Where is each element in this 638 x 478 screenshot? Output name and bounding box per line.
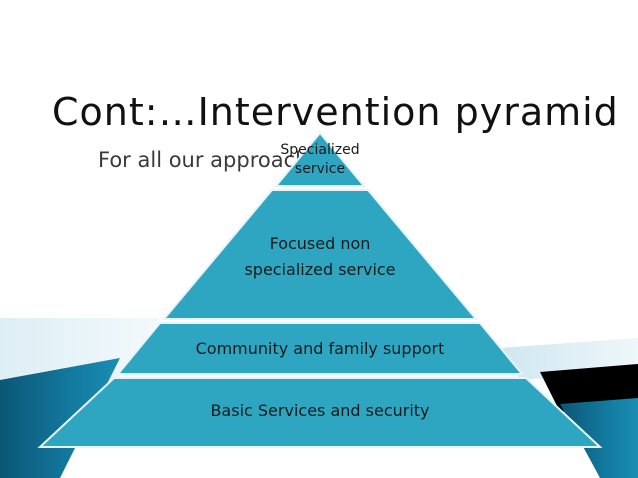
slide-title: Cont:…Intervention pyramid <box>52 90 619 134</box>
decor-dark-band-right <box>560 398 638 478</box>
pyramid-tier-1-label: Specialized service <box>262 141 378 179</box>
pyramid-tier-4-label: Basic Services and security <box>150 400 490 422</box>
pyramid-tier-3-line-1: Community and family support <box>195 339 445 358</box>
pyramid-tier-4-shape <box>37 377 603 448</box>
pyramid-tier-1-line-2: service <box>294 161 346 177</box>
pyramid-tier-1-line-1: Specialized <box>280 142 360 158</box>
decor-dark-band-left <box>0 358 120 478</box>
pyramid-tier-2-label: Focused non specialized service <box>210 231 430 283</box>
pyramid-tier-2-line-2: specialized service <box>244 260 396 279</box>
pyramid-tier-4-line-1: Basic Services and security <box>210 401 430 420</box>
pyramid-tier-3-label: Community and family support <box>150 338 490 360</box>
pyramid-tier-1-shape <box>273 131 367 187</box>
pyramid-tier-3-shape <box>115 322 525 375</box>
pyramid-tier-2-line-1: Focused non <box>269 234 371 253</box>
pyramid-tier-2-shape <box>161 189 479 320</box>
